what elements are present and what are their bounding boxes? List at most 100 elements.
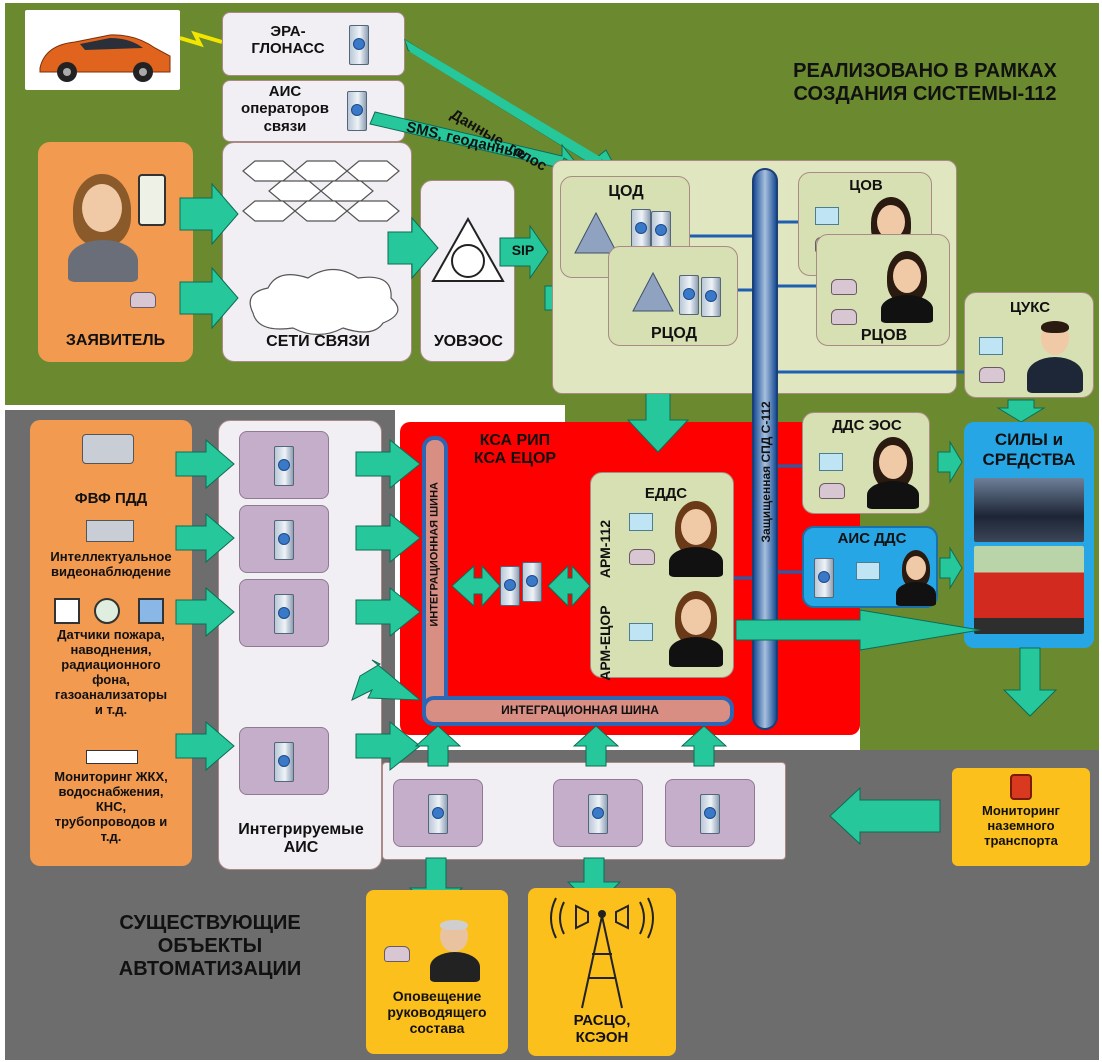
sensors-label-4: фона,: [92, 671, 130, 687]
operator-icon: [667, 591, 729, 667]
video-label: Интеллектуальное видеонаблюдение: [30, 549, 192, 580]
ais-server-4: [239, 727, 329, 795]
video-camera-icon: [86, 520, 134, 542]
sensors-label-3: радиационного: [61, 656, 161, 672]
computer-icon: [819, 453, 843, 471]
integration-bus-label-v: ИНТЕГРАЦИОННАЯ ШИНА: [428, 482, 441, 627]
fire-truck-photo: [974, 546, 1084, 634]
server-icon: [631, 209, 651, 249]
armecor-label: АРМ-ЕЦОР: [596, 605, 613, 681]
integration-bus-label-h: ИНТЕГРАЦИОННАЯ ШИНА: [501, 703, 659, 717]
rasco-label-2: КСЭОН: [575, 1029, 629, 1047]
notify-label-1: Оповещение: [392, 988, 482, 1004]
router-icon: [632, 271, 674, 312]
meter-icon: [86, 750, 138, 764]
car-image: [25, 10, 180, 90]
existing-label-2: ОБЪЕКТЫ: [157, 935, 263, 957]
era-label-2: ГЛОНАСС: [251, 40, 325, 58]
forces-box: СИЛЫ и СРЕДСТВА: [964, 422, 1094, 648]
camera-icon: [82, 434, 134, 464]
computer-icon: [979, 337, 1003, 355]
radio-tower-icon: [550, 897, 654, 1009]
server-icon: [274, 520, 294, 560]
sensors-label-5: газоанализаторы: [54, 686, 168, 702]
notify-label: Оповещение руководящего состава: [366, 988, 508, 1036]
green-zone-right-lower: [860, 685, 1099, 750]
computer-icon: [629, 513, 653, 531]
bottom-server-2: [553, 779, 643, 847]
server-icon: [700, 794, 720, 834]
rescuers-photo: [974, 478, 1084, 542]
desk-phone-icon: [979, 367, 1005, 383]
dds-eos-box: ДДС ЭОС: [802, 412, 930, 514]
triangle-gateway-icon: [431, 216, 505, 282]
transport-label: Мониторинг наземного транспорта: [952, 803, 1090, 849]
operator-icon: [1027, 321, 1083, 393]
era-label-1: ЭРА-: [270, 23, 306, 40]
desk-phone-icon: [384, 946, 410, 962]
integrated-ais-label-1: Интегрируемые: [238, 821, 364, 838]
server-icon: [274, 446, 294, 486]
rcod-label: РЦОД: [651, 325, 697, 342]
operator-icon: [879, 251, 939, 323]
existing-label: СУЩЕСТВУЮЩИЕ ОБЪЕКТЫ АВТОМАТИЗАЦИИ: [60, 912, 360, 981]
arm112-label: АРМ-112: [596, 519, 613, 579]
sensor-icon-3: [138, 598, 164, 624]
integrated-ais-label-2: АИС: [283, 839, 319, 857]
sensor-icon-2: [94, 598, 120, 624]
server-icon: [701, 277, 721, 317]
cuks-label: ЦУКС: [1009, 299, 1051, 316]
router-icon: [574, 211, 618, 254]
video-label-1: Интеллектуальное: [50, 549, 172, 564]
cov-label: ЦОВ: [849, 177, 883, 194]
computer-icon: [629, 623, 653, 641]
ais-server-1: [239, 431, 329, 499]
notify-label-2: руководящего: [387, 1004, 487, 1021]
spd-label: Защищенная СПД С-112: [759, 401, 774, 543]
existing-label-1: СУЩЕСТВУЮЩИЕ: [119, 912, 301, 934]
desk-phone-icon: [819, 483, 845, 499]
applicant-person-icon: [68, 172, 138, 282]
bottom-server-1: [393, 779, 483, 847]
operator-icon: [865, 437, 923, 509]
uvzos-label: УОВЭОС: [434, 333, 503, 350]
ais-server-3: [239, 579, 329, 647]
forces-label-2: СРЕДСТВА: [982, 449, 1076, 469]
desk-phone-icon: [130, 292, 156, 308]
integrated-ais-panel: Интегрируемые АИС: [218, 420, 382, 870]
tracker-icon: [1010, 774, 1032, 800]
rasco-box: РАСЦО, КСЭОН: [528, 888, 676, 1056]
ksa-label-1: КСА РИП: [479, 432, 551, 449]
rasco-label-1: РАСЦО,: [573, 1012, 631, 1029]
desk-phone-icon: [831, 309, 857, 325]
rcod-box: РЦОД: [608, 246, 738, 346]
existing-label-3: АВТОМАТИЗАЦИИ: [118, 958, 302, 980]
video-label-2: видеонаблюдение: [51, 563, 171, 579]
ais-ops-label-2: операторов: [241, 100, 329, 118]
sensor-icon-1: [54, 598, 80, 624]
header-title: РЕАЛИЗОВАНО В РАМКАХ СОЗДАНИЯ СИСТЕМЫ-11…: [793, 60, 1057, 105]
integration-bus-vertical: [422, 436, 448, 726]
ais-dds-label: АИС ДДС: [837, 530, 907, 547]
transport-box: Мониторинг наземного транспорта: [952, 768, 1090, 866]
desk-phone-icon: [831, 279, 857, 295]
uvzos-box: УОВЭОС: [420, 180, 515, 362]
mobile-phone-icon: [138, 174, 166, 226]
jkh-label-3: КНС,: [95, 798, 127, 814]
manager-icon: [430, 920, 480, 982]
computer-icon: [856, 562, 880, 580]
fvf-label: ФВФ ПДД: [74, 490, 148, 507]
sensors-label: Датчики пожара, наводнения, радиационног…: [30, 627, 192, 718]
ais-ops-label-3: связи: [263, 117, 307, 135]
networks-box: СЕТИ СВЯЗИ: [222, 142, 412, 362]
operator-icon: [896, 550, 936, 606]
transport-label-1: Мониторинг: [982, 803, 1060, 818]
bottom-server-3: [665, 779, 755, 847]
ais-operators-box: АИС операторов связи: [222, 80, 405, 142]
era-glonass-box: ЭРА- ГЛОНАСС: [222, 12, 405, 76]
computer-icon: [815, 207, 839, 225]
desk-phone-icon: [629, 549, 655, 565]
ais-server-2: [239, 505, 329, 573]
transport-label-3: транспорта: [984, 832, 1058, 848]
jkh-label-5: т.д.: [100, 828, 122, 844]
